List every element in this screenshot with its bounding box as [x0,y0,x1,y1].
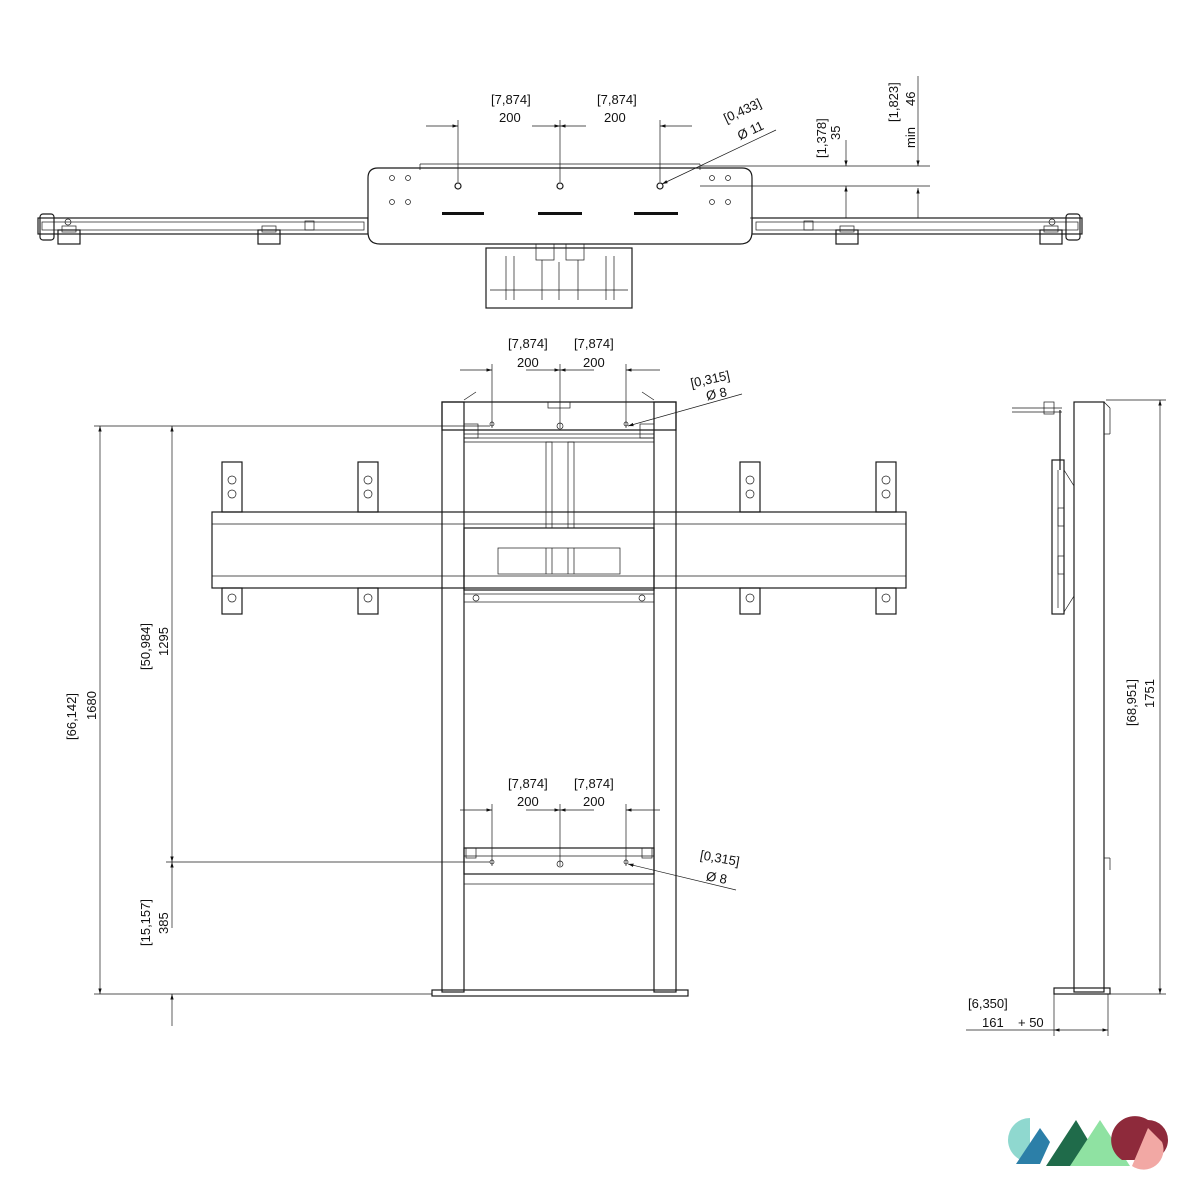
arm-clamp [257,225,281,245]
mount-adapter [739,461,761,615]
height-1295-mm: 1295 [156,627,171,656]
height-385-inch: [15,157] [138,899,153,946]
front-bottom-hole-inch: [0,315] [699,847,741,869]
front-bottom-spacing-right-mm: 200 [583,794,605,809]
logo-shape-6 [1132,1128,1164,1170]
side-view: [68,951] 1751 [6,350] 161 + 50 [966,399,1166,1036]
side-depth-inch: [6,350] [968,996,1008,1011]
arm-clamp [1039,225,1063,245]
mount-adapter [221,461,243,615]
mount-adapter [357,461,379,615]
top-spacing-right-inch: [7,874] [597,92,637,107]
side-depth-mm: 161 [982,1015,1004,1030]
offset-35-mm: 35 [828,126,843,140]
logo-shape-2 [1016,1128,1050,1164]
offset-46-min: min [903,127,918,148]
height-385-mm: 385 [156,912,171,934]
top-hole-mm: Ø 11 [735,118,766,143]
front-top-spacing-left-mm: 200 [517,355,539,370]
front-bottom-spacing-left-mm: 200 [517,794,539,809]
top-view: [7,874] 200 [7,874] 200 [0,433] Ø 11 [1,… [37,76,1083,309]
height-1680-mm: 1680 [84,691,99,720]
front-top-hole-mm: Ø 8 [705,384,729,403]
logo-shape-4 [1070,1120,1130,1166]
front-bottom-spacing-left-inch: [7,874] [508,776,548,791]
front-bottom-spacing-right-inch: [7,874] [574,776,614,791]
offset-35-inch: [1,378] [814,118,829,158]
side-depth-extra: + 50 [1018,1015,1044,1030]
logo-shape-1 [1008,1118,1030,1162]
brand-logo [1008,1116,1168,1170]
top-spacing-left-mm: 200 [499,110,521,125]
height-1295-inch: [50,984] [138,623,153,670]
front-view: [7,874] 200 [7,874] 200 [0,315] Ø 8 [7,8… [64,336,907,1026]
arm-clamp [835,225,859,245]
front-top-spacing-right-mm: 200 [583,355,605,370]
side-height-mm: 1751 [1142,679,1157,708]
offset-46-mm: 46 [903,92,918,106]
front-top-spacing-left-inch: [7,874] [508,336,548,351]
top-spacing-left-inch: [7,874] [491,92,531,107]
offset-46-inch: [1,823] [886,82,901,122]
arm-clamp [57,225,81,245]
side-height-inch: [68,951] [1124,679,1139,726]
front-bottom-hole-mm: Ø 8 [705,868,728,886]
height-1680-inch: [66,142] [64,693,79,740]
mount-adapter [875,461,897,615]
top-spacing-right-mm: 200 [604,110,626,125]
front-top-spacing-right-inch: [7,874] [574,336,614,351]
